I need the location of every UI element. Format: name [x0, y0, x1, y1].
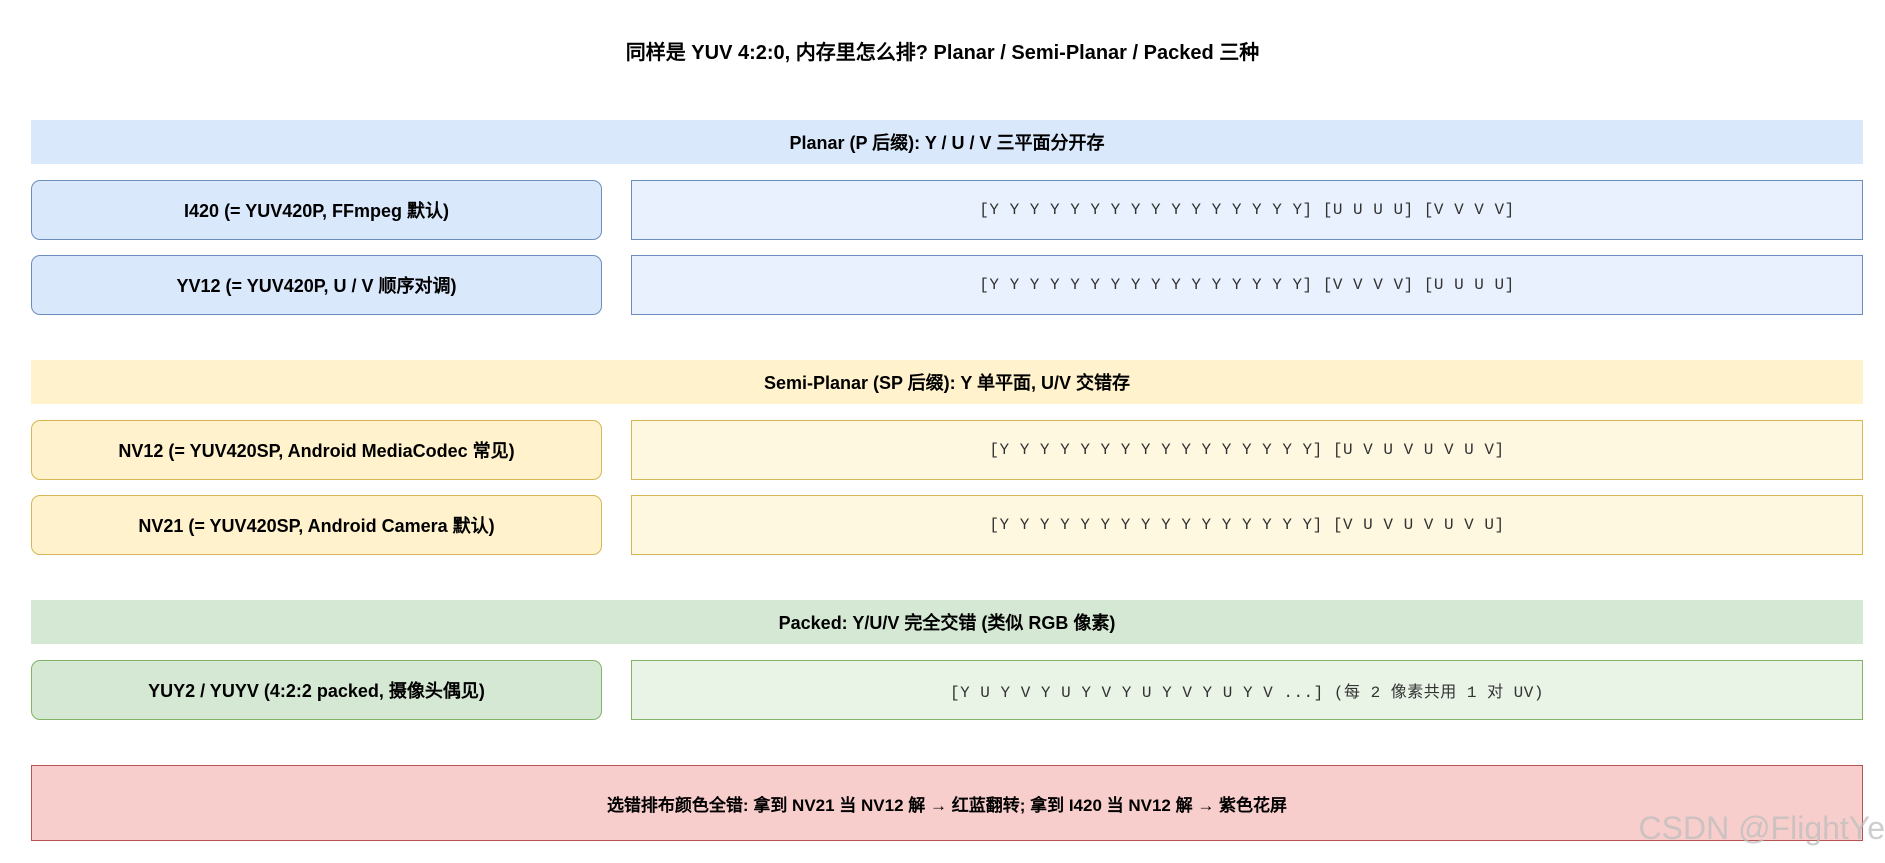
diagram-title: 同样是 YUV 4:2:0, 内存里怎么排? Planar / Semi-Pla…	[625, 42, 1260, 64]
nv12-memory-layout: [Y Y Y Y Y Y Y Y Y Y Y Y Y Y Y Y] [U V U…	[631, 420, 1863, 480]
nv12-label-box: NV12 (= YUV420SP, Android MediaCodec 常见)	[31, 420, 602, 480]
i420-memory-layout: [Y Y Y Y Y Y Y Y Y Y Y Y Y Y Y Y] [U U U…	[631, 180, 1863, 240]
wrong-layout-warning: 选错排布颜色全错: 拿到 NV21 当 NV12 解 → 红蓝翻转; 拿到 I4…	[31, 765, 1863, 841]
nv21-label-box: NV21 (= YUV420SP, Android Camera 默认)	[31, 495, 602, 555]
yv12-memory-layout: [Y Y Y Y Y Y Y Y Y Y Y Y Y Y Y Y] [V V V…	[631, 255, 1863, 315]
yuy2-label-box: YUY2 / YUYV (4:2:2 packed, 摄像头偶见)	[31, 660, 602, 720]
nv21-memory-layout: [Y Y Y Y Y Y Y Y Y Y Y Y Y Y Y Y] [V U V…	[631, 495, 1863, 555]
yuy2-memory-layout: [Y U Y V Y U Y V Y U Y V Y U Y V ...] (每…	[631, 660, 1863, 720]
i420-label-box: I420 (= YUV420P, FFmpeg 默认)	[31, 180, 602, 240]
planar-section-header: Planar (P 后缀): Y / U / V 三平面分开存	[31, 120, 1863, 164]
semi-planar-section-header: Semi-Planar (SP 后缀): Y 单平面, U/V 交错存	[31, 360, 1863, 404]
yv12-label-box: YV12 (= YUV420P, U / V 顺序对调)	[31, 255, 602, 315]
watermark: CSDN @FlightYe	[1638, 810, 1885, 846]
packed-section-header: Packed: Y/U/V 完全交错 (类似 RGB 像素)	[31, 600, 1863, 644]
